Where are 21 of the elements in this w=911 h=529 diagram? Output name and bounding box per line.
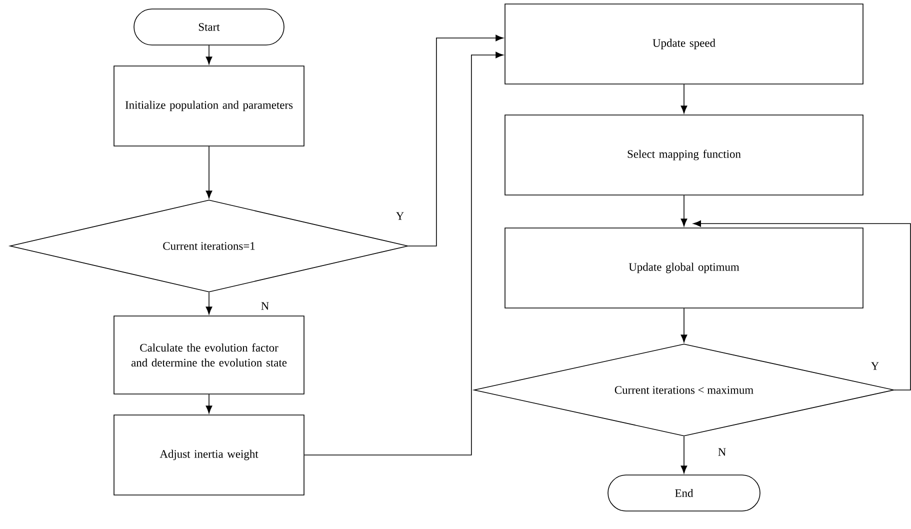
arrow [206, 292, 212, 314]
arrow [680, 436, 688, 474]
process-box: Select mapping function [504, 114, 864, 196]
process-box: Calculate the evolution factor and determine the evolution state [114, 316, 304, 394]
arrow [304, 52, 504, 456]
edge-label: N [716, 447, 728, 457]
arrow [680, 84, 688, 114]
process-box: Adjust inertia weight [114, 414, 304, 496]
edge-label: Y [394, 211, 406, 221]
process-box: Update speed [504, 4, 864, 84]
arrow [206, 394, 212, 414]
arrow [206, 146, 212, 198]
edge-label: Y [870, 361, 880, 371]
arrow [408, 34, 504, 246]
arrow [680, 308, 688, 342]
arrow [680, 195, 688, 226]
arrow [693, 220, 911, 390]
arrow [206, 45, 212, 64]
edge-label: N [260, 301, 270, 311]
process-box: Initialize population and parameters [114, 66, 304, 146]
process-box: Update global optimum [504, 228, 864, 308]
